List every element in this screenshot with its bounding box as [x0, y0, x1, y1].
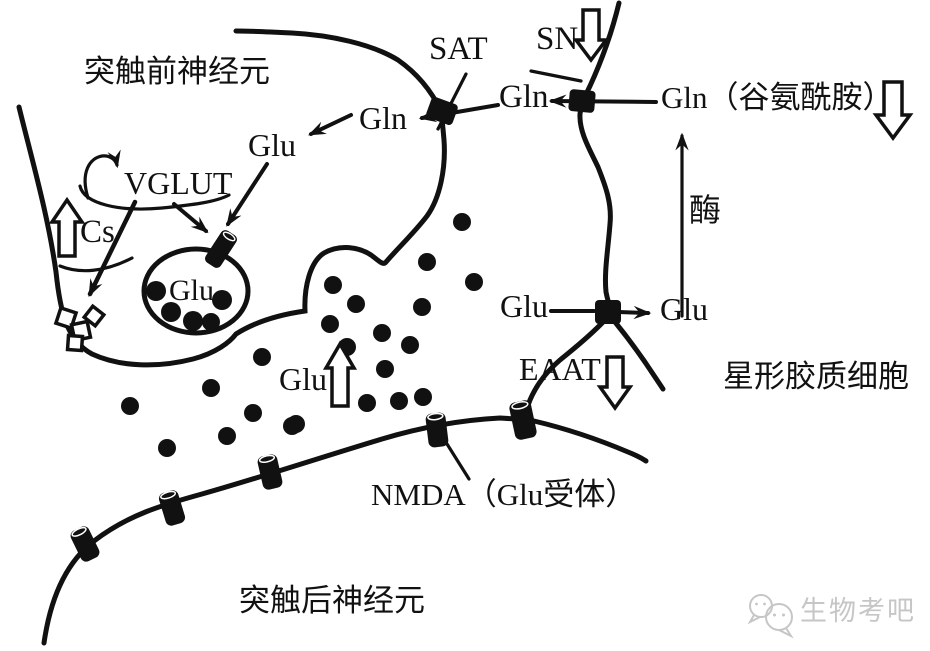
glu-presynaptic-label: Glu: [248, 127, 296, 163]
vglut-underline: [78, 184, 231, 211]
hollow-arrows: [48, 8, 914, 412]
recycle-hook-arrow: [83, 149, 121, 200]
astrocyte-membrane: [521, 0, 666, 464]
gln-to-glu-arrow: [307, 113, 353, 136]
postsynaptic-neuron-label: 突触后神经元: [239, 583, 425, 618]
sn-label: SN: [536, 21, 579, 57]
gln-astrocyte-label: Gln: [499, 79, 549, 115]
glu-out-of-transporter-arrow: [616, 305, 652, 320]
sn-pointer-line: [529, 69, 583, 83]
presynaptic-neuron-label: 突触前神经元: [84, 54, 270, 89]
gln-presynaptic-label: Gln: [359, 100, 407, 136]
membrane-fold-line: [58, 256, 134, 273]
vglut-to-vesicle-arrow: [172, 202, 209, 234]
glu-astrocyte-out-label: Glu: [500, 288, 548, 324]
vglut-label: VGLUT: [124, 165, 233, 201]
glu-to-vesicle-arrow: [226, 162, 269, 227]
nmda-receptor-1: [70, 526, 100, 562]
glutamate-dots: [121, 213, 483, 457]
gln-to-sn-arrow: [548, 94, 658, 108]
enzyme-label: 酶: [689, 192, 722, 228]
synaptic-vesicle: [141, 246, 251, 336]
nmda-receptor-3: [257, 454, 283, 490]
glu-release-up-arrow-icon: [322, 340, 358, 408]
nmda-receptor-label: NMDA（Glu受体）: [371, 477, 637, 512]
eaat-down-arrow-icon: [596, 355, 634, 412]
astrocyte-label: 星形胶质细胞: [723, 359, 909, 394]
eaat-label: EAAT: [519, 351, 601, 387]
gln-extracellular-label: Gln（谷氨酰胺）: [661, 80, 894, 115]
watermark-chat-bubbles-icon: [747, 594, 794, 639]
vesicle-component-cluster: [53, 303, 107, 353]
eaat-transporter: [509, 400, 537, 440]
sn-transporter: [568, 89, 596, 113]
watermark-text: 生物考吧: [800, 596, 916, 626]
nmda-receptor-4: [425, 412, 449, 448]
postsynaptic-membrane: [41, 415, 519, 646]
glu-transporter: [595, 300, 621, 324]
glu-vesicle-label: Glu: [169, 274, 214, 307]
vglut-vesicle-transporter: [205, 230, 237, 268]
glu-cleft-label: Glu: [279, 361, 327, 397]
sat-label: SAT: [429, 31, 488, 67]
right-down-arrow-icon: [872, 80, 914, 141]
nmda-receptor-2: [158, 490, 186, 526]
vglut-to-cluster-arrow: [87, 199, 138, 297]
sn-down-arrow-icon: [572, 8, 610, 63]
sat-transporter: [426, 97, 458, 125]
cs-up-arrow-icon: [48, 196, 86, 258]
cs-label: Cs: [80, 214, 115, 250]
glu-astrocyte-in-label: Glu: [660, 291, 708, 327]
